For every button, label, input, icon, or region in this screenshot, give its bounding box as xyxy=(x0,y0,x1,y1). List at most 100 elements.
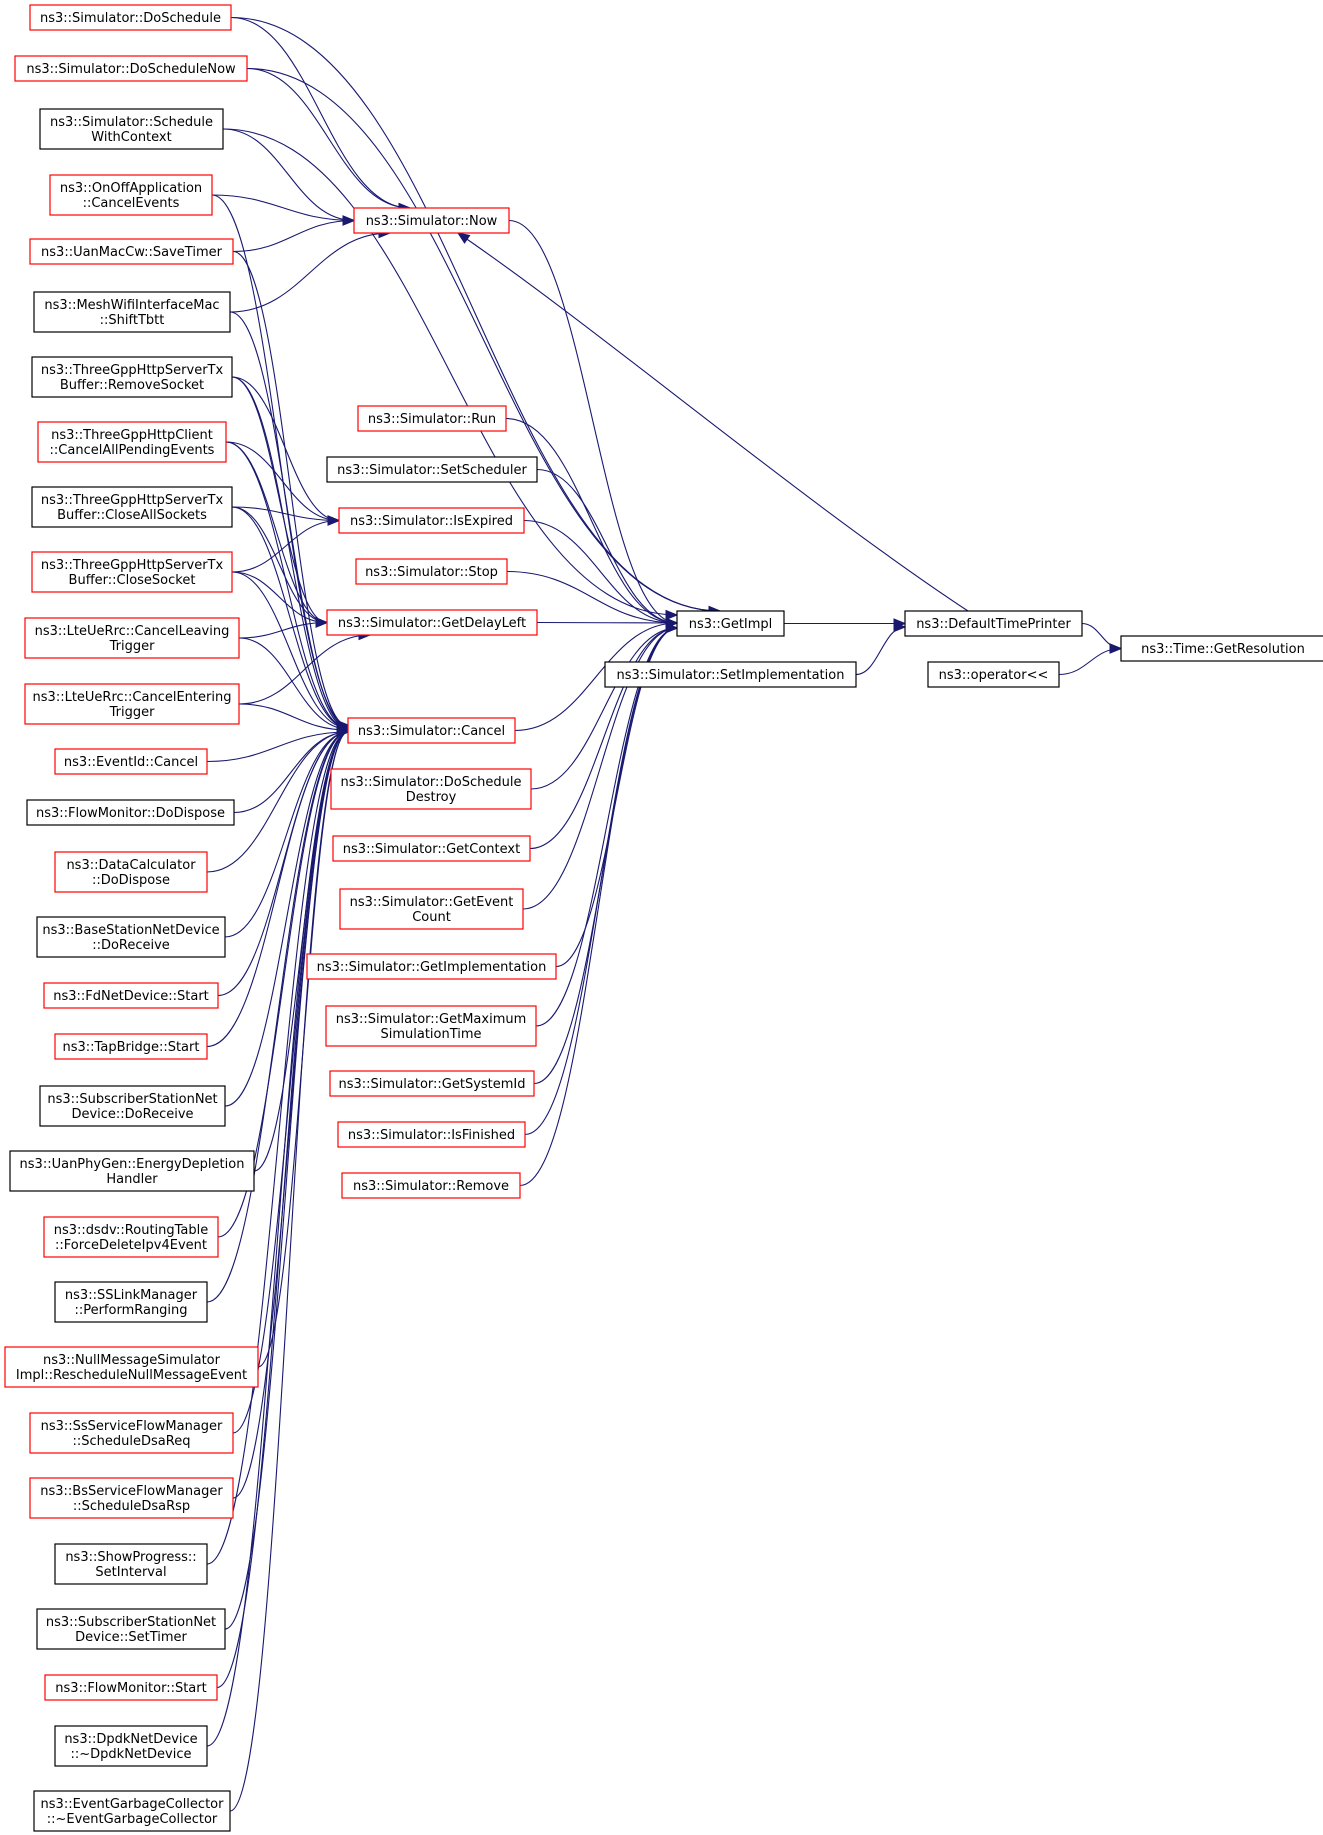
node-label: ns3::DpdkNetDevice xyxy=(64,1732,197,1747)
node-label: ns3::Simulator::GetMaximum xyxy=(336,1012,527,1027)
node-doschedule[interactable]: ns3::Simulator::DoSchedule xyxy=(29,4,232,31)
node-fdnetdevstart[interactable]: ns3::FdNetDevice::Start xyxy=(43,982,219,1009)
node-box[interactable] xyxy=(332,835,531,862)
node-datacalcdodispose[interactable]: ns3::DataCalculator::DoDispose xyxy=(54,851,208,893)
node-box[interactable] xyxy=(49,174,213,216)
node-doschedulenow[interactable]: ns3::Simulator::DoScheduleNow xyxy=(14,55,248,82)
node-httpremovesocket: ns3::ThreeGppHttpServerTxBuffer::RemoveS… xyxy=(31,356,233,398)
node-box[interactable] xyxy=(306,953,557,980)
node-box[interactable] xyxy=(31,551,233,593)
node-setscheduler: ns3::Simulator::SetScheduler xyxy=(326,456,538,483)
node-box xyxy=(9,1150,255,1192)
node-label: ns3::ThreeGppHttpServerTx xyxy=(41,363,224,378)
node-httpcancelallpending[interactable]: ns3::ThreeGppHttpClient::CancelAllPendin… xyxy=(37,421,227,463)
node-label: ::~EventGarbageCollector xyxy=(47,1812,218,1827)
node-box xyxy=(54,1543,208,1585)
node-eventidcancel[interactable]: ns3::EventId::Cancel xyxy=(54,748,208,775)
node-box[interactable] xyxy=(29,1477,234,1519)
node-box xyxy=(1120,635,1323,662)
node-box[interactable] xyxy=(353,207,510,234)
edge-httpclosesocket-getdelayleft xyxy=(231,571,329,628)
node-root: ns3::Time::GetResolution xyxy=(1120,635,1323,662)
node-box[interactable] xyxy=(54,748,208,775)
node-getcontext[interactable]: ns3::Simulator::GetContext xyxy=(332,835,531,862)
node-box[interactable] xyxy=(24,617,240,659)
node-cancel[interactable]: ns3::Simulator::Cancel xyxy=(347,717,516,744)
node-box[interactable] xyxy=(24,683,240,725)
node-stop[interactable]: ns3::Simulator::Stop xyxy=(355,558,508,585)
node-box[interactable] xyxy=(339,888,524,930)
node-dsdvforcedelete[interactable]: ns3::dsdv::RoutingTable::ForceDeleteIpv4… xyxy=(43,1216,219,1258)
node-defaulttimeprinter: ns3::DefaultTimePrinter xyxy=(904,610,1083,637)
node-uanmaccwsavetimer[interactable]: ns3::UanMacCw::SaveTimer xyxy=(29,238,234,265)
edge-schedulewithcontext-now xyxy=(222,128,356,226)
node-box[interactable] xyxy=(37,421,227,463)
edge-getcontext-getimpl xyxy=(529,622,679,850)
node-label: ns3::LteUeRrc::CancelEntering xyxy=(33,690,232,705)
node-ssflowdsareq[interactable]: ns3::SsServiceFlowManager::ScheduleDsaRe… xyxy=(29,1412,234,1454)
edge-httpcancelallpending-getdelayleft xyxy=(225,441,329,628)
node-box xyxy=(927,661,1060,688)
node-now[interactable]: ns3::Simulator::Now xyxy=(353,207,510,234)
node-label: ::~DpdkNetDevice xyxy=(71,1747,192,1762)
node-box[interactable] xyxy=(357,405,507,432)
node-label: ::ScheduleDsaReq xyxy=(73,1434,191,1449)
node-box[interactable] xyxy=(43,982,219,1009)
node-httpclosesocket[interactable]: ns3::ThreeGppHttpServerTxBuffer::CloseSo… xyxy=(31,551,233,593)
node-remove[interactable]: ns3::Simulator::Remove xyxy=(341,1172,521,1199)
node-isfinished[interactable]: ns3::Simulator::IsFinished xyxy=(337,1121,526,1148)
node-box[interactable] xyxy=(347,717,516,744)
node-httpcloseallsockets: ns3::ThreeGppHttpServerTxBuffer::CloseAl… xyxy=(31,486,233,528)
node-box[interactable] xyxy=(4,1346,259,1388)
node-run[interactable]: ns3::Simulator::Run xyxy=(357,405,507,432)
node-nullmsgreschedule[interactable]: ns3::NullMessageSimulatorImpl::Reschedul… xyxy=(4,1346,259,1388)
node-bsflowdsarsp[interactable]: ns3::BsServiceFlowManager::ScheduleDsaRs… xyxy=(29,1477,234,1519)
node-label: ns3::TapBridge::Start xyxy=(63,1040,200,1055)
edge-defaulttimeprinter-now xyxy=(456,232,969,612)
node-getimplementation[interactable]: ns3::Simulator::GetImplementation xyxy=(306,953,557,980)
node-box[interactable] xyxy=(44,1674,218,1701)
node-label: Buffer::CloseAllSockets xyxy=(57,508,207,523)
node-label: ns3::Simulator::Run xyxy=(368,412,496,427)
node-tapbridgestart[interactable]: ns3::TapBridge::Start xyxy=(54,1033,208,1060)
node-box[interactable] xyxy=(330,768,532,810)
node-box[interactable] xyxy=(54,1033,208,1060)
node-label: ::ForceDeleteIpv4Event xyxy=(55,1238,207,1253)
node-box[interactable] xyxy=(54,851,208,893)
node-isexpired[interactable]: ns3::Simulator::IsExpired xyxy=(338,507,525,534)
node-box[interactable] xyxy=(355,558,508,585)
node-label: Count xyxy=(412,910,451,925)
edge-gcdestructor-cancel xyxy=(229,726,350,1812)
node-getdelayleft[interactable]: ns3::Simulator::GetDelayLeft xyxy=(326,609,538,636)
node-box[interactable] xyxy=(338,507,525,534)
edge-isfinished-getimpl xyxy=(524,622,679,1136)
edge-ltecancelleaving-getdelayleft xyxy=(238,617,329,639)
node-flowmonitorstart[interactable]: ns3::FlowMonitor::Start xyxy=(44,1674,218,1701)
node-box[interactable] xyxy=(337,1121,526,1148)
node-box[interactable] xyxy=(29,1412,234,1454)
node-label: ns3::Simulator::Stop xyxy=(365,565,498,580)
node-box[interactable] xyxy=(341,1172,521,1199)
node-label: ns3::ThreeGppHttpServerTx xyxy=(41,493,224,508)
node-onoffcancelevents[interactable]: ns3::OnOffApplication::CancelEvents xyxy=(49,174,213,216)
node-box[interactable] xyxy=(43,1216,219,1258)
node-box xyxy=(39,1085,226,1127)
node-box[interactable] xyxy=(14,55,248,82)
node-box[interactable] xyxy=(325,1005,537,1047)
node-sslinkranging: ns3::SSLinkManager::PerformRanging xyxy=(54,1281,208,1323)
node-box xyxy=(676,610,785,637)
node-box[interactable] xyxy=(29,4,232,31)
node-box[interactable] xyxy=(326,609,538,636)
node-label: WithContext xyxy=(91,130,171,145)
node-box[interactable] xyxy=(329,1070,535,1097)
node-box[interactable] xyxy=(29,238,234,265)
node-label: ns3::Simulator::SetScheduler xyxy=(337,463,527,478)
node-getsystemid[interactable]: ns3::Simulator::GetSystemId xyxy=(329,1070,535,1097)
edge-dpdkdestructor-cancel xyxy=(206,726,350,1747)
